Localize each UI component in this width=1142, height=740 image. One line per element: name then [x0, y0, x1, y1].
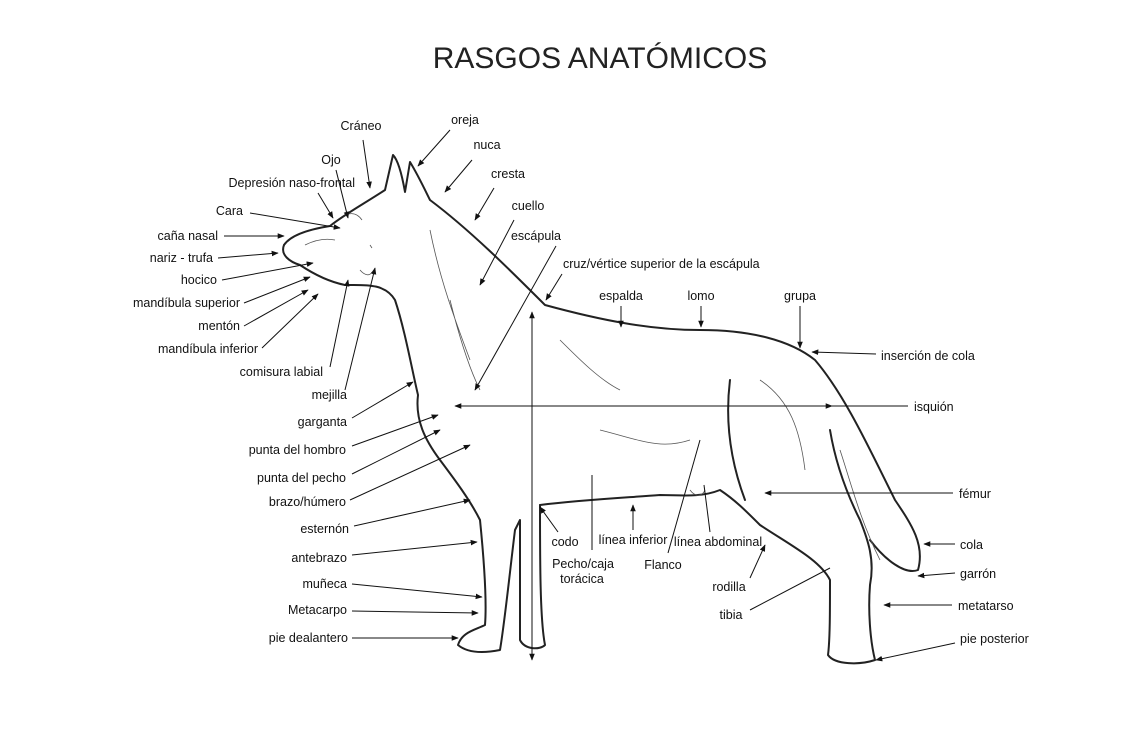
label-esternon: esternón [300, 522, 349, 536]
label-pie-posterior: pie posterior [960, 632, 1029, 646]
label-punta-pecho: punta del pecho [257, 471, 346, 485]
label-metatarso: metatarso [958, 599, 1014, 613]
label-linea-abdominal: línea abdominal [674, 535, 762, 549]
label-insercion-cola: inserción de cola [881, 349, 975, 363]
label-lomo: lomo [687, 289, 714, 303]
label-cuello: cuello [512, 199, 545, 213]
label-hocico: hocico [181, 273, 217, 287]
label-cruz: cruz/vértice superior de la escápula [563, 257, 760, 271]
label-cresta: cresta [491, 167, 525, 181]
label-depresion: Depresión naso-frontal [229, 176, 355, 190]
label-flanco: Flanco [644, 558, 682, 572]
label-metacarpo: Metacarpo [288, 603, 347, 617]
pointer-arrows [217, 129, 956, 662]
label-menton: mentón [198, 319, 240, 333]
label-cara: Cara [216, 204, 243, 218]
label-brazo: brazo/húmero [269, 495, 346, 509]
label-punta-hombro: punta del hombro [249, 443, 346, 457]
label-linea-inferior: línea inferior [599, 533, 668, 547]
label-mejilla: mejilla [312, 388, 347, 402]
label-mandibula-superior: mandíbula superior [133, 296, 240, 310]
label-codo: codo [551, 535, 578, 549]
label-nuca: nuca [473, 138, 500, 152]
label-femur: fémur [959, 487, 991, 501]
anatomy-labels: Cráneo oreja nuca cresta cuello escápula… [133, 113, 1029, 646]
label-mandibula-inferior: mandíbula inferior [158, 342, 258, 356]
label-pecho-2: torácica [560, 572, 604, 586]
label-garron: garrón [960, 567, 996, 581]
dog-illustration [282, 154, 921, 665]
label-nariz: nariz - trufa [150, 251, 213, 265]
label-cana-nasal: caña nasal [158, 229, 218, 243]
label-pecho-1: Pecho/caja [552, 557, 614, 571]
label-oreja: oreja [451, 113, 479, 127]
label-ojo: Ojo [321, 153, 341, 167]
label-tibia: tibia [720, 608, 743, 622]
label-cola: cola [960, 538, 983, 552]
label-antebrazo: antebrazo [291, 551, 347, 565]
label-isquion: isquión [914, 400, 954, 414]
label-rodilla: rodilla [712, 580, 745, 594]
label-comisura: comisura labial [240, 365, 323, 379]
diagram-title: RASGOS ANATÓMICOS [433, 42, 768, 75]
label-craneo: Cráneo [341, 119, 382, 133]
label-escapula: escápula [511, 229, 561, 243]
label-pie-delantero: pie dealantero [269, 631, 348, 645]
label-espalda: espalda [599, 289, 643, 303]
label-muneca: muñeca [303, 577, 348, 591]
label-grupa: grupa [784, 289, 816, 303]
label-garganta: garganta [298, 415, 347, 429]
